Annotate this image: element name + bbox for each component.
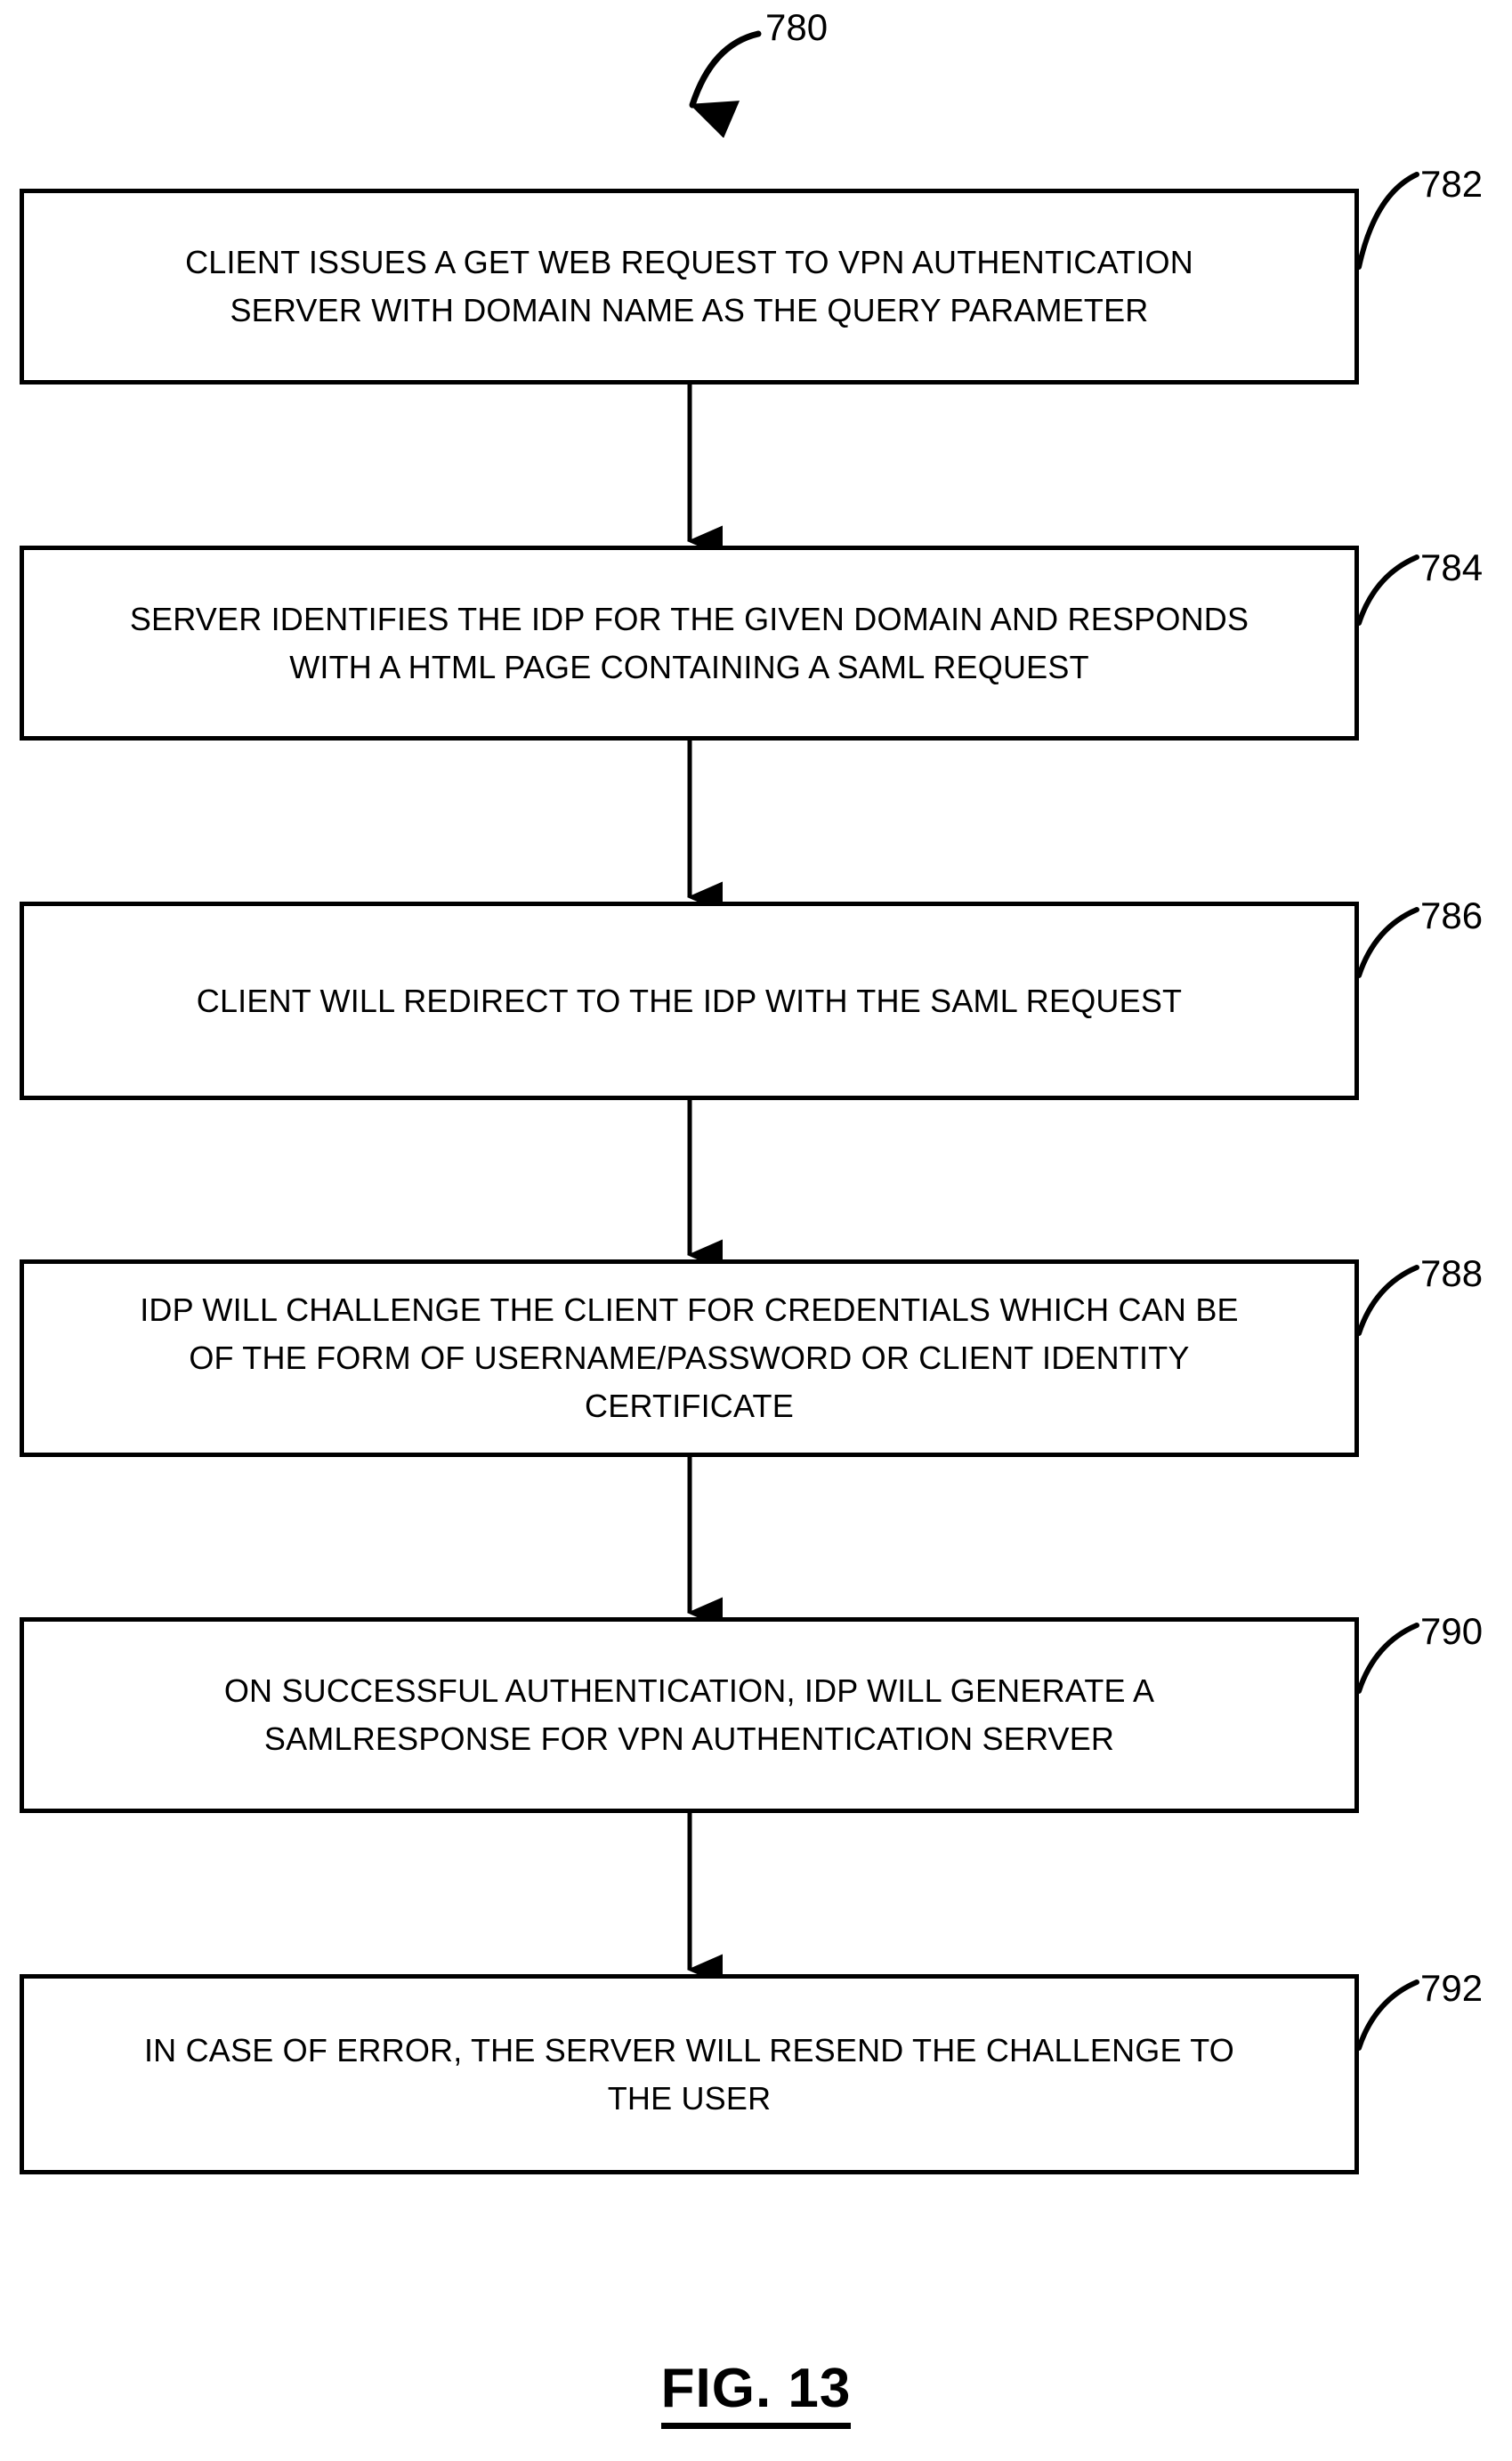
- reference-number-782: 782: [1420, 163, 1484, 205]
- process-box-788: IDP WILL CHALLENGE THE CLIENT FOR CREDEN…: [20, 1259, 1359, 1457]
- figure-caption: FIG. 13: [0, 2357, 1512, 2429]
- process-box-text: SERVER IDENTIFIES THE IDP FOR THE GIVEN …: [129, 600, 1249, 685]
- leader-line-784: [1356, 555, 1419, 626]
- leader-line-790: [1356, 1623, 1419, 1694]
- diagram-callout-arrow-group: [689, 30, 762, 139]
- leader-line-786: [1356, 907, 1419, 978]
- process-box-text: CLIENT WILL REDIRECT TO THE IDP WITH THE…: [196, 982, 1183, 1019]
- process-box-text: ON SUCCESSFUL AUTHENTICATION, IDP WILL G…: [223, 1672, 1155, 1757]
- process-box-text: IN CASE OF ERROR, THE SERVER WILL RESEND…: [143, 2031, 1235, 2117]
- diagram-reference-780: 780: [765, 6, 829, 48]
- process-box-792: IN CASE OF ERROR, THE SERVER WILL RESEND…: [20, 1974, 1359, 2174]
- process-box-784: SERVER IDENTIFIES THE IDP FOR THE GIVEN …: [20, 546, 1359, 741]
- reference-number-786: 786: [1420, 895, 1484, 936]
- process-box-text: IDP WILL CHALLENGE THE CLIENT FOR CREDEN…: [140, 1291, 1239, 1424]
- reference-number-790: 790: [1420, 1610, 1484, 1652]
- figure-caption-text: FIG. 13: [660, 2358, 852, 2429]
- reference-number-792: 792: [1420, 1967, 1484, 2009]
- process-box-782: CLIENT ISSUES A GET WEB REQUEST TO VPN A…: [20, 189, 1359, 385]
- process-box-text: CLIENT ISSUES A GET WEB REQUEST TO VPN A…: [185, 244, 1193, 328]
- leader-line-788: [1356, 1265, 1419, 1336]
- reference-number-788: 788: [1420, 1252, 1484, 1294]
- process-box-786: CLIENT WILL REDIRECT TO THE IDP WITH THE…: [20, 902, 1359, 1100]
- reference-number-784: 784: [1420, 546, 1484, 588]
- leader-line-792: [1356, 1979, 1419, 2051]
- leader-line-782: [1356, 172, 1419, 270]
- reference-leader-group: [1356, 172, 1419, 2051]
- process-box-790: ON SUCCESSFUL AUTHENTICATION, IDP WILL G…: [20, 1617, 1359, 1813]
- diagram-callout-arrow: [689, 30, 762, 139]
